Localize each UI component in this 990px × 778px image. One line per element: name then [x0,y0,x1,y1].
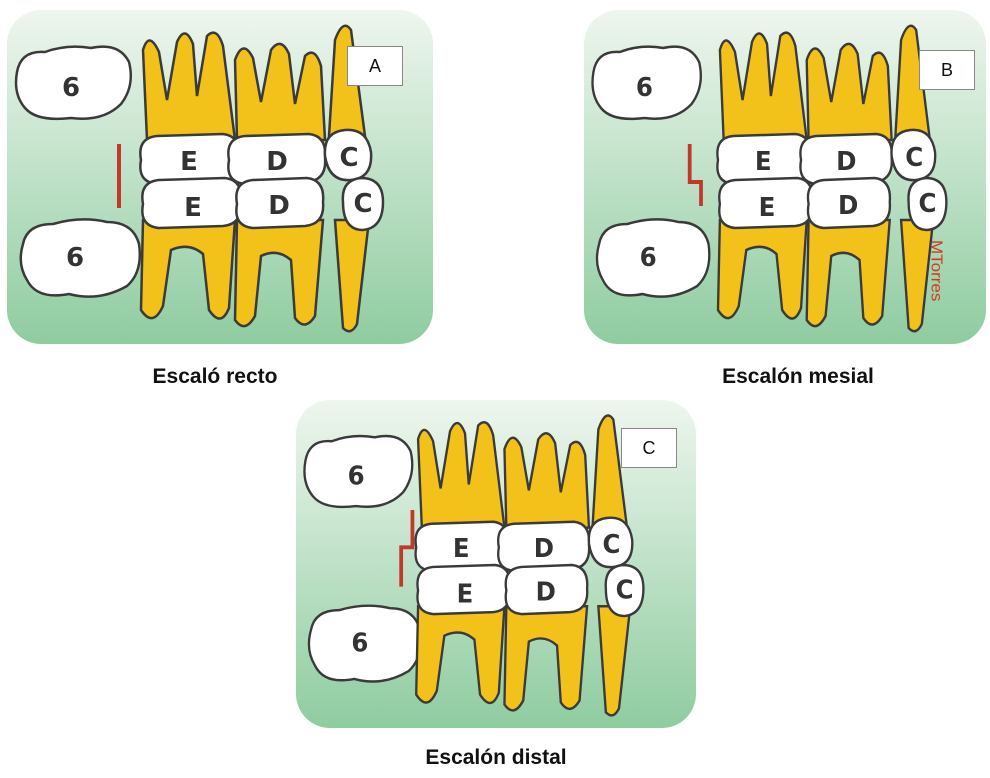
upper-e-label: E [180,147,198,177]
caption-b: Escalón mesial [678,365,918,389]
lower-c-label: C [616,575,634,605]
upper-d-roots [504,433,589,527]
lower-c-label: C [353,189,372,219]
upper-d-roots [235,44,325,140]
upper-molar-label: 6 [62,73,80,103]
upper-c-label: C [603,530,621,560]
upper-d-label: D [836,146,856,176]
upper-molar-label: 6 [348,461,365,491]
caption-a: Escaló recto [95,365,335,389]
lower-e-label: E [759,192,776,222]
signature-text: MTorres [927,240,945,301]
panel-c-tag: C [621,428,677,468]
upper-d-label: D [534,534,554,564]
caption-c: Escalón distal [376,746,616,770]
upper-e-roots [143,33,235,140]
lower-c-label: C [918,188,936,218]
lower-molar-label: 6 [66,243,84,273]
upper-e-roots [418,422,504,527]
upper-c-label: C [339,143,358,173]
upper-d-roots [807,44,892,140]
lower-molar-label: 6 [351,628,368,658]
panel-b-tag: B [919,50,975,90]
lower-d-label: D [536,577,556,607]
upper-d-label: D [266,147,288,177]
lower-e-label: E [457,579,474,609]
lower-d-label: D [838,190,858,220]
upper-e-label: E [755,146,772,176]
lower-e-label: E [184,193,202,223]
lower-molar-label: 6 [640,242,657,272]
lower-d-label: D [268,191,290,221]
upper-molar-label: 6 [636,72,653,102]
upper-c-label: C [905,142,923,172]
upper-e-label: E [453,534,470,564]
upper-e-roots [720,33,807,140]
panel-a-tag: A [347,46,403,86]
